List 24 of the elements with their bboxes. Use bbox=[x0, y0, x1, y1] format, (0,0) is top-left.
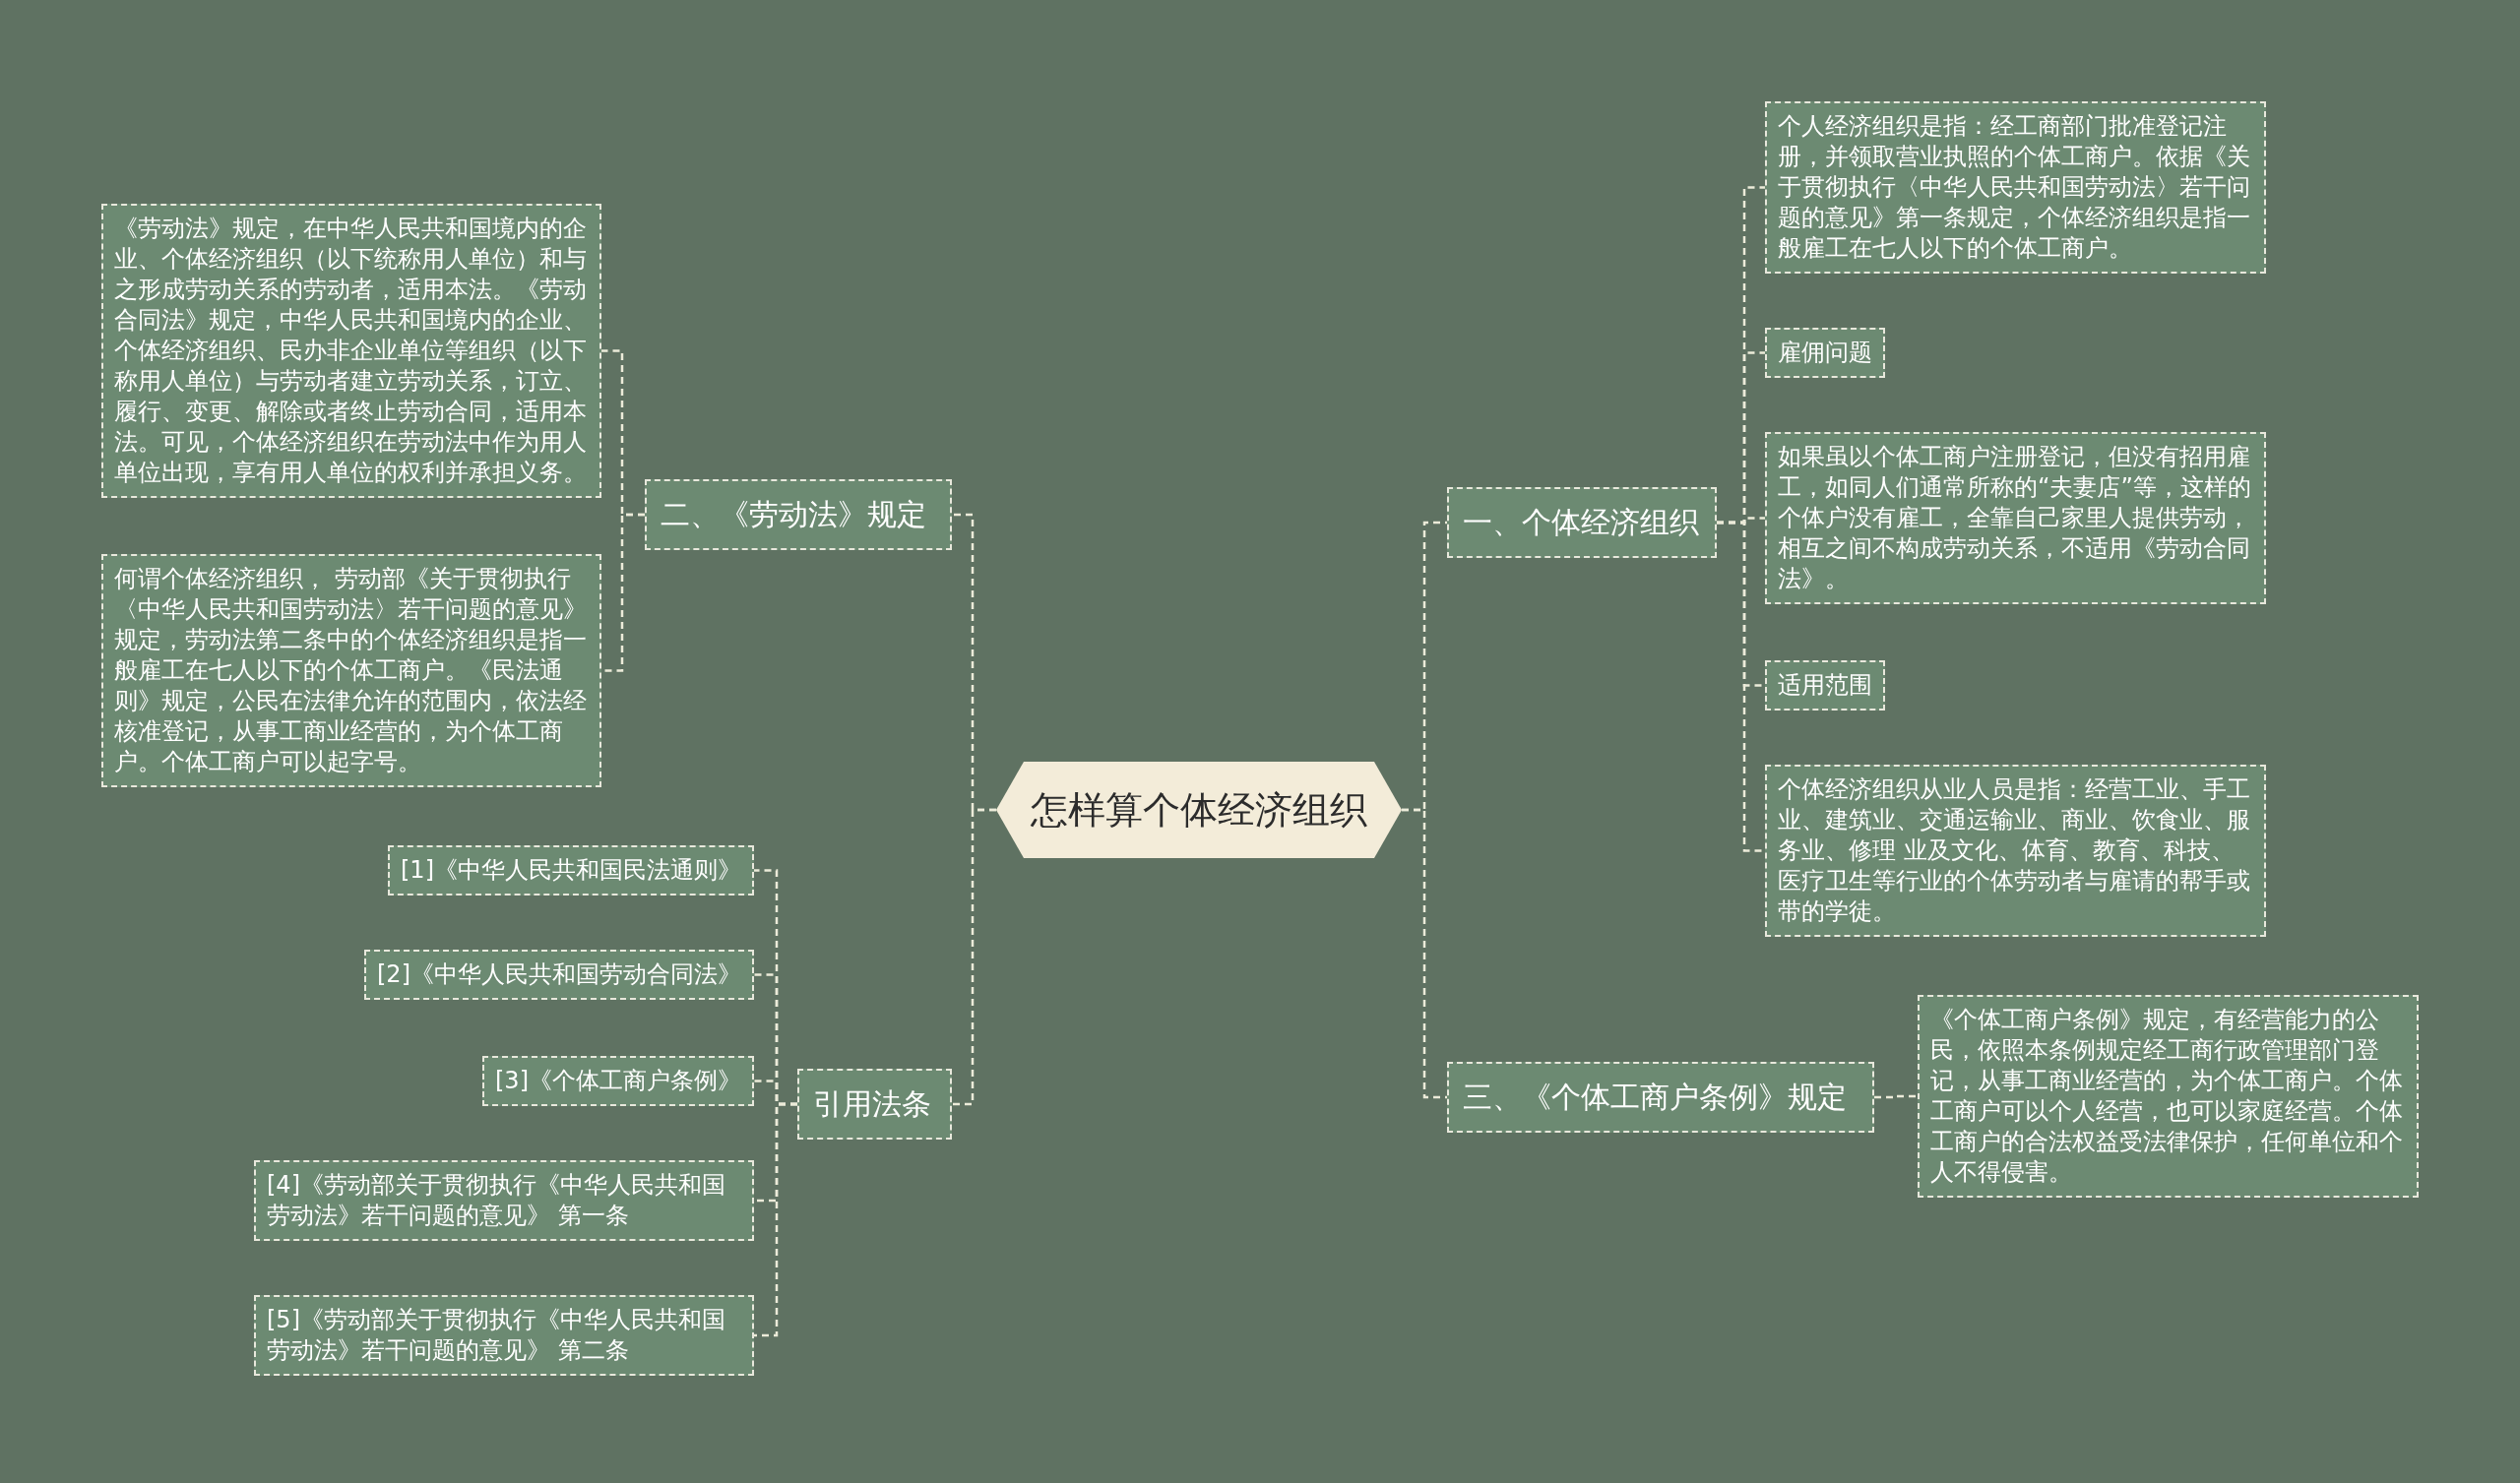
topic-hexagon bbox=[996, 762, 1402, 858]
note-box: [4]《劳动部关于贯彻执行《中华人民共和国劳动法》若干问题的意见》 第一条 bbox=[254, 1160, 754, 1241]
connector-line bbox=[1402, 808, 1447, 1099]
note-box: 《个体工商户条例》规定，有经营能力的公民，依照本条例规定经工商行政管理部门登记，从事工商业经营的，为个体工商户。个体工商户可以个人经营，也可以家庭经营。个体工商户的合法权益受法律保护，任何单位和个人不得侵害。 bbox=[1918, 995, 2419, 1198]
note-box: [5]《劳动部关于贯彻执行《中华人民共和国劳动法》若干问题的意见》 第二条 bbox=[254, 1295, 754, 1376]
note-box: 《劳动法》规定，在中华人民共和国境内的企业、个体经济组织（以下统称用人单位）和与之形成劳动关系的劳动者，适用本法。《劳动合同法》规定，中华人民共和国境内的企业、个体经济组织、民办非企业单位等组织（以下称用人单位）与劳动者建立劳动关系，订立、履行、变更、解除或者终止劳动合同，适用本法。可见，个体经济组织在劳动法中作为用人单位出现，享有用人单位的权利并承担义务。 bbox=[101, 204, 601, 498]
connector-line bbox=[952, 808, 996, 1106]
note-box: 何谓个体经济组织， 劳动部《关于贯彻执行〈中华人民共和国劳动法〉若干问题的意见》规定，劳动法第二条中的个体经济组织是指一般雇工在七人以下的个体工商户。《民法通则》规定，公民在法律允许的范围内，依法经核准登记，从事工商业经营的，为个体工商户。个体工商户可以起字号。 bbox=[101, 554, 601, 787]
branch-topic: 二、《劳动法》规定 bbox=[645, 479, 952, 550]
connector-line bbox=[754, 1102, 797, 1337]
topic-title: 怎样算个体经济组织 bbox=[1031, 786, 1367, 834]
note-box: 个体经济组织从业人员是指：经营工业、手工业、建筑业、交通运输业、商业、饮食业、服务业、修理 业及文化、体育、教育、科技、医疗卫生等行业的个体劳动者与雇请的帮手或带的学徒。 bbox=[1765, 765, 2266, 937]
note-box: 雇佣问题 bbox=[1765, 328, 1885, 378]
branch-topic: 引用法条 bbox=[797, 1069, 952, 1140]
note-box: 个人经济组织是指：经工商部门批准登记注册，并领取营业执照的个体工商户。依据《关于贯彻执行〈中华人民共和国劳动法〉若干问题的意见》第一条规定，个体经济组织是指一般雇工在七人以下的个体工商户。 bbox=[1765, 101, 2266, 274]
note-box: 适用范围 bbox=[1765, 660, 1885, 711]
note-box: 如果虽以个体工商户注册登记，但没有招用雇工，如同人们通常所称的“夫妻店”等，这样的个体户没有雇工，全靠自己家里人提供劳动，相互之间不构成劳动关系，不适用《劳动合同法》。 bbox=[1765, 432, 2266, 604]
branch-topic: 一、个体经济组织 bbox=[1447, 487, 1717, 558]
note-box: [1]《中华人民共和国民法通则》 bbox=[388, 845, 754, 896]
connector-line bbox=[1717, 521, 1765, 852]
connector-line bbox=[1874, 1094, 1918, 1099]
note-box: [2]《中华人民共和国劳动合同法》 bbox=[364, 950, 754, 1000]
branch-topic: 三、《个体工商户条例》规定 bbox=[1447, 1062, 1874, 1133]
note-box: [3]《个体工商户条例》 bbox=[482, 1056, 754, 1106]
